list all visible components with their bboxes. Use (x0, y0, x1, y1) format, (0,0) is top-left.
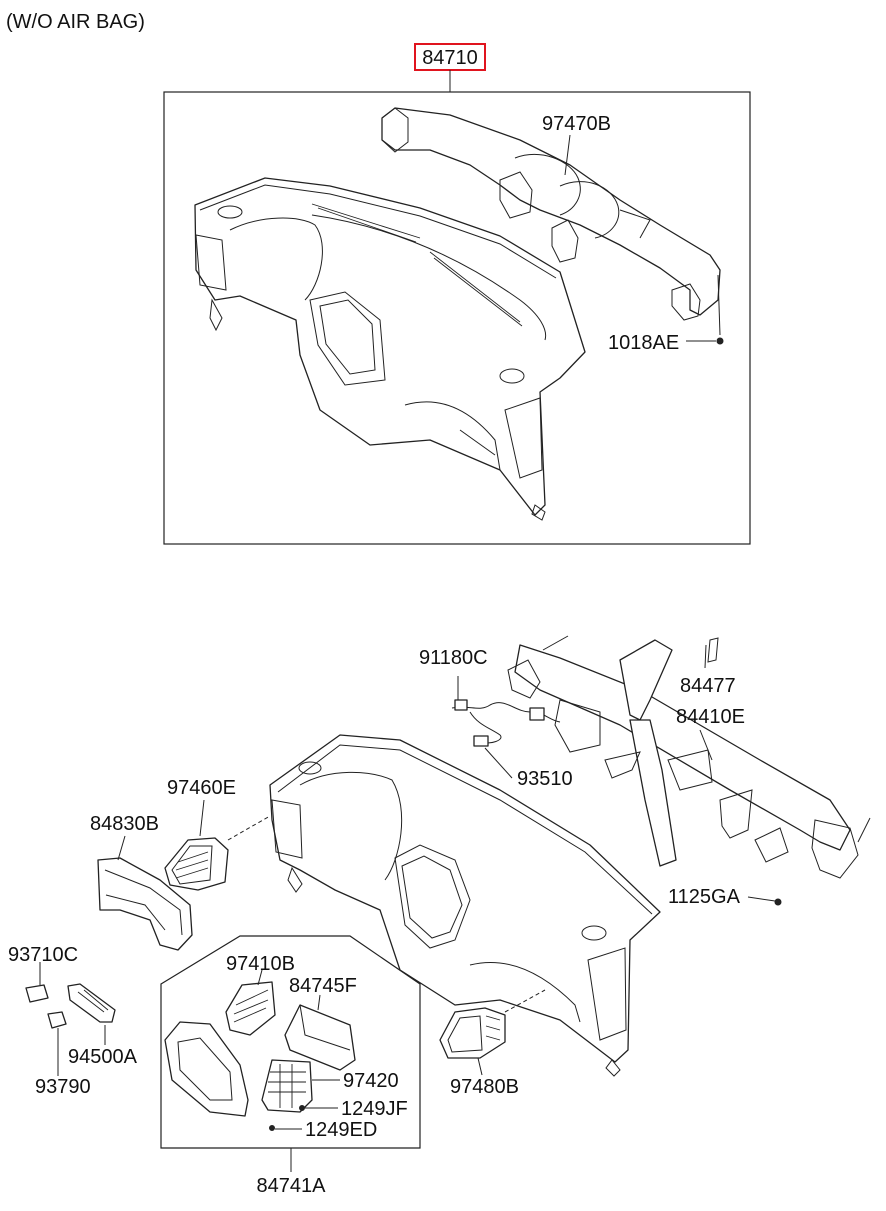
vent-97460E (164, 837, 229, 891)
label-84741A: 84741A (257, 1175, 327, 1197)
leader-84745F (317, 994, 321, 1011)
label-84745F: 84745F (289, 975, 357, 997)
cluster-fascia (97, 857, 193, 951)
leader-93510 (484, 747, 513, 779)
screw-1125GA (774, 898, 782, 906)
cowl-cross-bar (507, 635, 871, 879)
label-1125GA: 1125GA (668, 886, 741, 908)
label-97480B: 97480B (450, 1076, 519, 1098)
vent-97480B (439, 1007, 506, 1059)
leader-97480B (477, 1057, 483, 1076)
switch-group (25, 983, 116, 1029)
crash-pad-bottom (269, 734, 661, 1077)
leader-1125GA (747, 896, 776, 902)
facia-subassembly-frame (160, 935, 421, 1149)
vent-97420 (261, 1059, 313, 1113)
wiring-harness (451, 699, 561, 747)
leader-84830B (117, 835, 126, 861)
variant-note: (W/O AIR BAG) (6, 11, 145, 33)
dash-97480B (504, 989, 546, 1013)
center-facia-panel (164, 1021, 249, 1117)
vent-97410B (225, 981, 276, 1036)
screw-1249ED (269, 1125, 275, 1131)
label-84710: 84710 (422, 47, 478, 69)
label-97460E: 97460E (167, 777, 236, 799)
leader-97410B (257, 969, 263, 986)
label-84830B: 84830B (90, 813, 159, 835)
label-97420: 97420 (343, 1070, 399, 1092)
label-1249ED: 1249ED (305, 1119, 377, 1141)
leader-84477 (704, 644, 707, 669)
label-1018AE: 1018AE (608, 332, 679, 354)
label-93510: 93510 (517, 768, 573, 790)
label-93790: 93790 (35, 1076, 91, 1098)
label-97470B: 97470B (542, 113, 611, 135)
dash-97460E (227, 815, 271, 841)
label-93710C: 93710C (8, 944, 78, 966)
screw-1249JF (299, 1105, 305, 1111)
crash-pad-top (194, 177, 586, 521)
label-91180C: 91180C (419, 647, 488, 669)
label-97410B: 97410B (226, 953, 295, 975)
leader-97470B (564, 134, 571, 176)
label-94500A: 94500A (68, 1046, 138, 1068)
screw-1018AE (716, 274, 724, 345)
duct-top (381, 107, 721, 321)
label-84410E: 84410E (676, 706, 745, 728)
label-1249JF: 1249JF (341, 1098, 408, 1120)
duct-84745F (284, 1004, 356, 1071)
assembly-frame (163, 91, 751, 545)
leader-97460E (199, 799, 205, 837)
assembly-callout[interactable]: 84710 (414, 43, 486, 92)
label-84477: 84477 (680, 675, 736, 697)
leader-84410E (699, 729, 713, 761)
